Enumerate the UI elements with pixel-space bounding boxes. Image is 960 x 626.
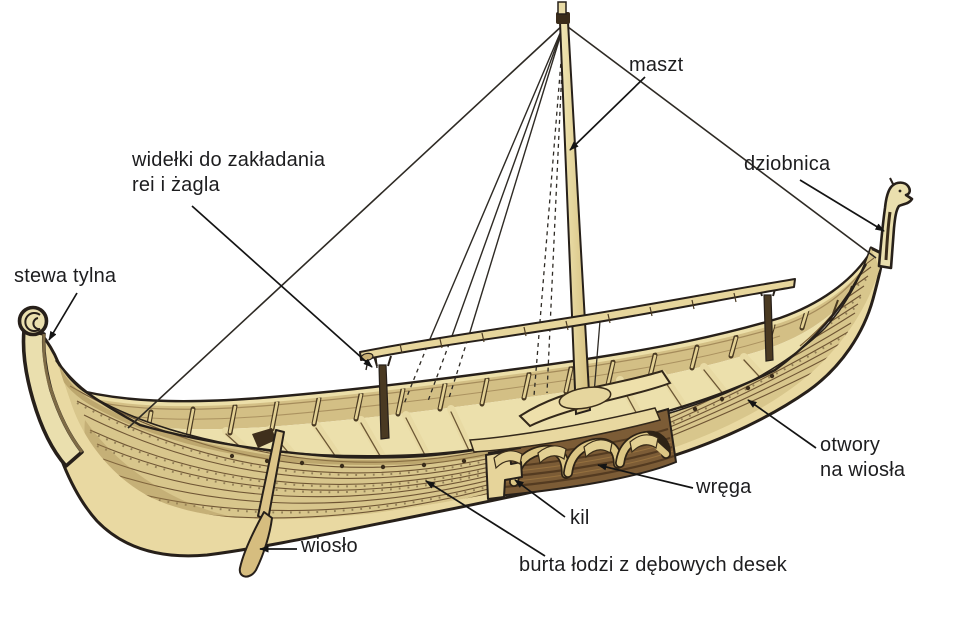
masthead [556,12,570,24]
leader-arrow-widelki [191,205,373,368]
steering-oar [238,428,285,578]
label-otwory: otwory na wiosła [820,434,906,481]
far-gunwale-line [69,255,869,403]
leader-arrow-dziobnica [799,179,885,232]
label-burta: burta łodzi z dębowych desek [519,554,787,576]
label-dziobnica: dziobnica [744,153,831,175]
leader-arrow-kil [514,479,566,518]
leader-arrow-stewa-tylna [48,292,78,341]
fork-post-b [763,294,774,362]
yard-lashings [399,292,737,354]
fork-post-a [378,364,390,440]
rigging [127,23,877,429]
label-wrega: wręga [696,476,752,498]
label-widelki: widełki do zakładania rei i żagla [132,149,326,196]
leader-arrow-otwory [747,399,817,449]
keelson-saddles [493,434,659,470]
bow-stay-line [563,23,877,259]
bow-post-dziobnica [877,177,914,270]
label-kil: kil [570,507,590,529]
leader-arrows [48,76,885,557]
keelson [468,407,662,453]
hull-cutaway [468,407,678,500]
leader-arrow-maszt [569,76,646,151]
mast-fish [518,369,672,428]
mast [556,1,592,416]
leader-arrow-burta [425,480,546,557]
label-stewa-tylna: stewa tylna [14,265,117,287]
leader-arrow-wrega [597,463,694,489]
stern-stay-line [127,23,565,429]
stern-post [17,305,84,468]
label-wioslo: wiosło [301,535,358,557]
yard-rei [359,278,796,361]
far-gunwale-rail [69,257,870,407]
yard-and-forks [359,278,796,440]
label-maszt: maszt [629,54,684,76]
